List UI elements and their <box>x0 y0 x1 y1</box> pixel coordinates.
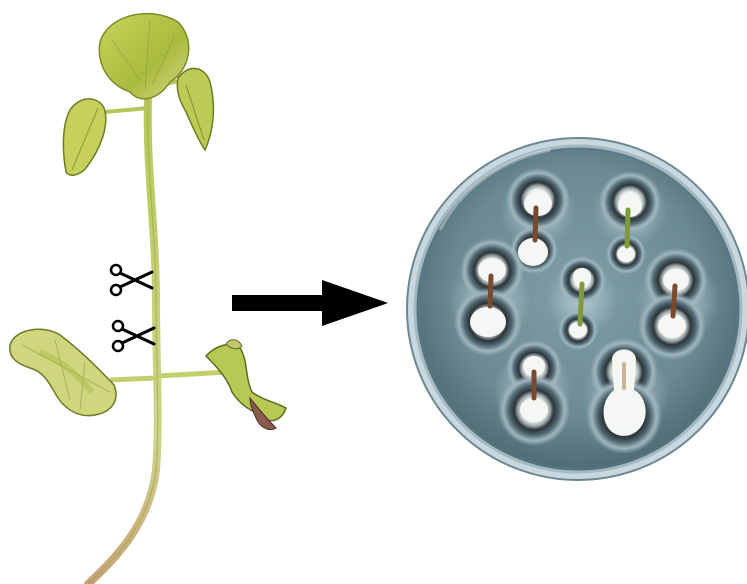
arrow-right-icon <box>232 280 388 326</box>
leaf-right-upper <box>177 68 213 150</box>
leaf-right-lower <box>206 344 286 420</box>
leaf-left-upper <box>63 99 105 175</box>
petri-dish <box>407 138 747 480</box>
scissors-icon <box>113 321 154 351</box>
leaf-top <box>99 14 188 99</box>
scissors-icon <box>111 265 152 295</box>
